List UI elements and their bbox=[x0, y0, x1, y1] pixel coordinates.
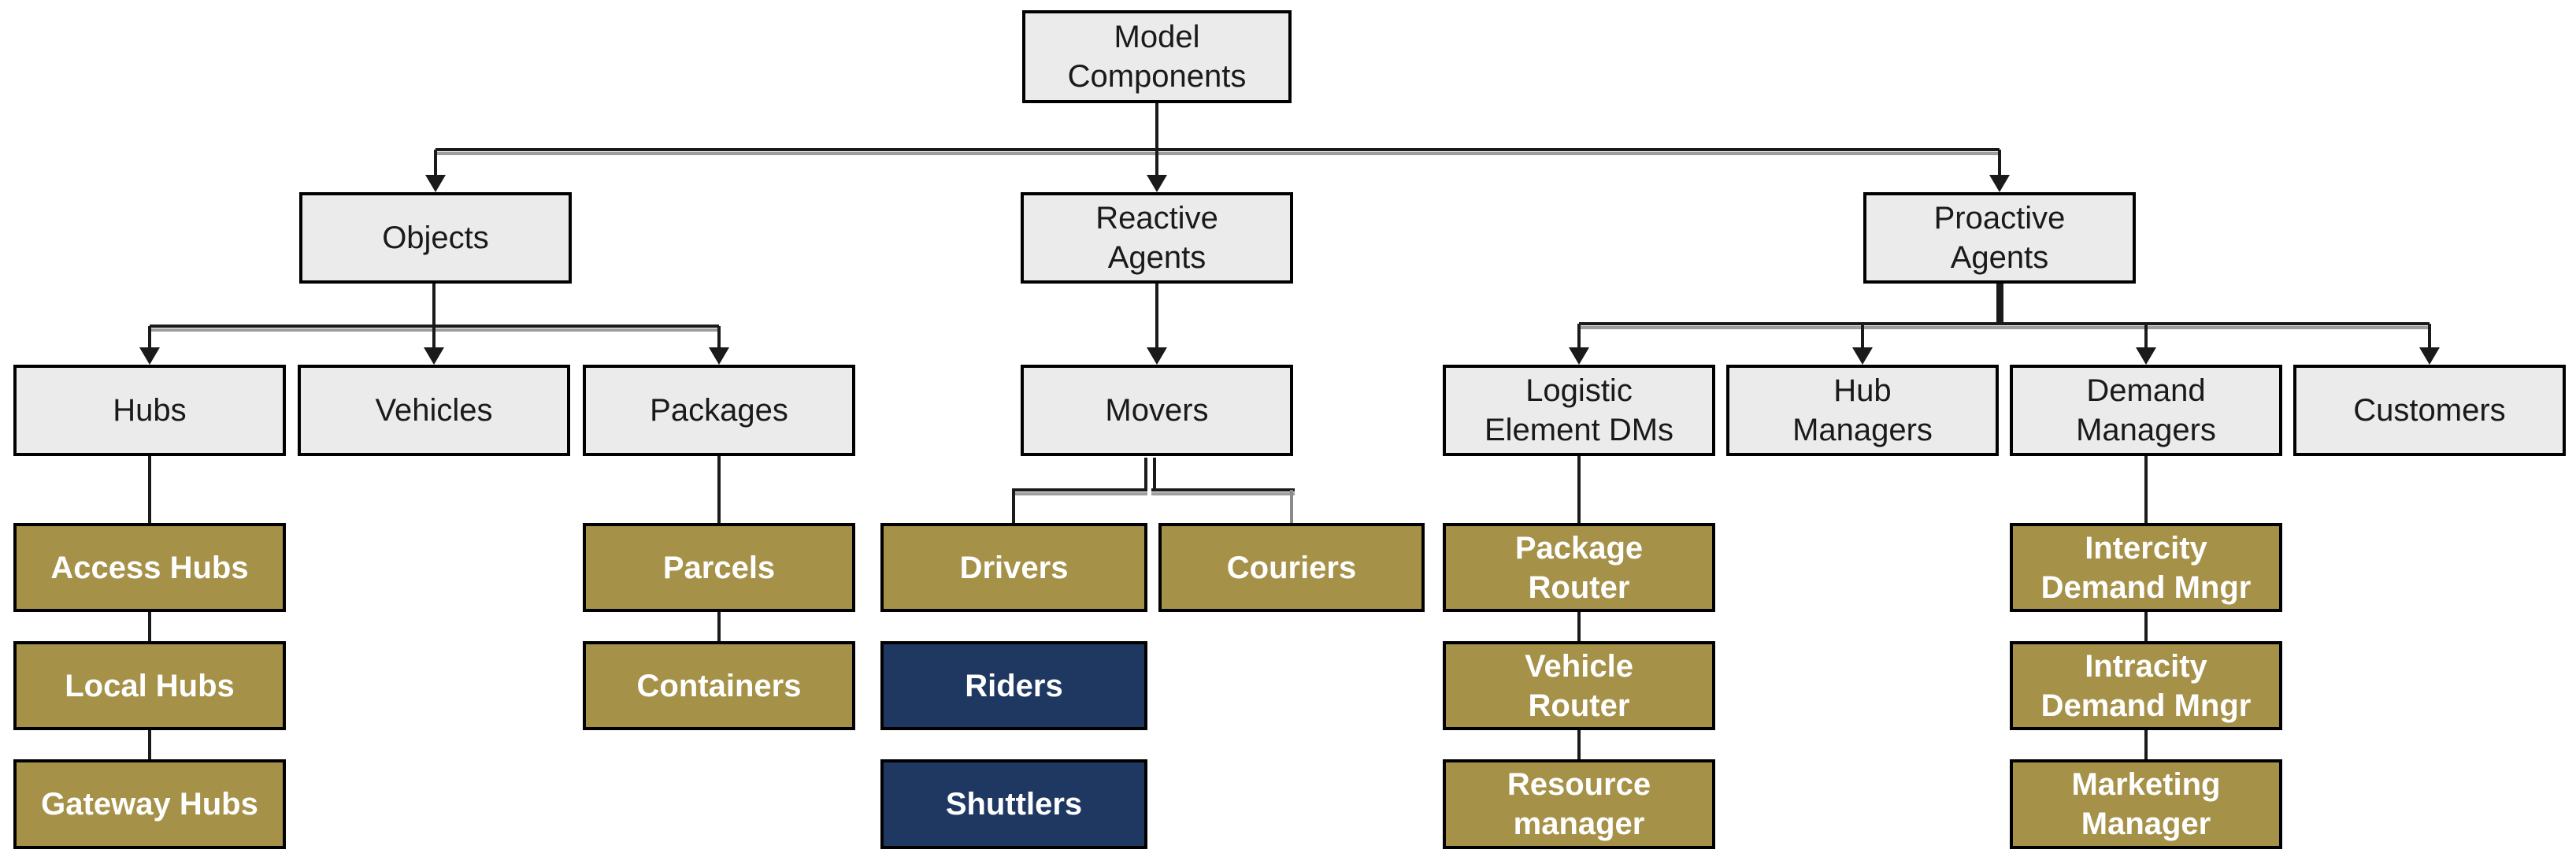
edge-intracity-marketing bbox=[2144, 730, 2148, 759]
arrowhead-hub-managers bbox=[1852, 347, 1873, 365]
edge-stub-reactive bbox=[1155, 150, 1158, 176]
edge-model-trunk-line bbox=[1155, 103, 1158, 150]
edge-logistic-package-router bbox=[1577, 456, 1581, 523]
edge-objects-trunk-line bbox=[432, 284, 436, 326]
edge-package-vehicle-router bbox=[1577, 612, 1581, 641]
edge-stub-logistic-dms bbox=[1577, 324, 1581, 349]
node-drivers: Drivers bbox=[880, 523, 1147, 612]
node-hub-managers: Hub Managers bbox=[1726, 365, 1999, 456]
edge-movers-couriers-hline bbox=[1151, 488, 1295, 491]
edge-vehicle-resource-manager bbox=[1577, 730, 1581, 759]
edge-parcels-containers bbox=[717, 612, 721, 641]
edge-movers-stub-right bbox=[1153, 458, 1156, 491]
node-demand-managers: Demand Managers bbox=[2010, 365, 2282, 456]
node-vehicle-router: Vehicle Router bbox=[1443, 641, 1715, 730]
arrowhead-hubs bbox=[139, 347, 160, 365]
node-resource-manager: Resource manager bbox=[1443, 759, 1715, 849]
edge-stub-demand-managers bbox=[2144, 324, 2148, 349]
node-couriers: Couriers bbox=[1158, 523, 1425, 612]
arrowhead-demand-managers bbox=[2136, 347, 2156, 365]
node-riders: Riders bbox=[880, 641, 1147, 730]
edge-proactive-trunk-line bbox=[1996, 284, 2003, 324]
edge-stub-drivers bbox=[1012, 488, 1015, 523]
node-intercity-demand-mngr: Intercity Demand Mngr bbox=[2010, 523, 2282, 612]
arrowhead-objects bbox=[425, 175, 446, 192]
node-reactive-agents: Reactive Agents bbox=[1021, 192, 1293, 284]
node-intracity-demand-mngr: Intracity Demand Mngr bbox=[2010, 641, 2282, 730]
arrowhead-vehicles bbox=[424, 347, 444, 365]
edge-local-gateway-hubs bbox=[148, 730, 151, 759]
node-package-router: Package Router bbox=[1443, 523, 1715, 612]
edge-stub-couriers bbox=[1290, 490, 1293, 523]
arrowhead-packages bbox=[709, 347, 729, 365]
node-vehicles: Vehicles bbox=[298, 365, 570, 456]
edge-access-local-hubs bbox=[148, 612, 151, 641]
arrowhead-reactive bbox=[1147, 175, 1167, 192]
node-packages: Packages bbox=[583, 365, 855, 456]
node-proactive-agents: Proactive Agents bbox=[1863, 192, 2136, 284]
edge-model-children-hline bbox=[436, 148, 2000, 151]
node-local-hubs: Local Hubs bbox=[13, 641, 286, 730]
edge-stub-packages bbox=[717, 326, 721, 349]
edge-stub-customers bbox=[2428, 324, 2431, 349]
node-movers: Movers bbox=[1021, 365, 1293, 456]
edge-intercity-intracity bbox=[2144, 612, 2148, 641]
node-marketing-manager: Marketing Manager bbox=[2010, 759, 2282, 849]
edge-stub-vehicles bbox=[432, 326, 436, 349]
edge-hubs-access-hubs bbox=[148, 456, 151, 523]
edge-reactive-movers-line bbox=[1155, 284, 1158, 349]
node-customers: Customers bbox=[2293, 365, 2566, 456]
edge-movers-stub-left bbox=[1144, 458, 1147, 491]
arrowhead-customers bbox=[2419, 347, 2440, 365]
node-shuttlers: Shuttlers bbox=[880, 759, 1147, 849]
edge-stub-hubs bbox=[148, 326, 151, 349]
edge-demand-intercity bbox=[2144, 456, 2148, 523]
edge-stub-proactive bbox=[1998, 150, 2001, 176]
arrowhead-movers bbox=[1147, 347, 1167, 365]
edge-stub-hub-managers bbox=[1861, 324, 1864, 349]
node-objects: Objects bbox=[299, 192, 572, 284]
edge-movers-drivers-hline bbox=[1012, 488, 1147, 491]
edge-stub-objects bbox=[434, 150, 437, 176]
edge-proactive-children-hline bbox=[1579, 322, 2430, 325]
node-logistic-element-dms: Logistic Element DMs bbox=[1443, 365, 1715, 456]
node-hubs: Hubs bbox=[13, 365, 286, 456]
node-gateway-hubs: Gateway Hubs bbox=[13, 759, 286, 849]
arrowhead-logistic-dms bbox=[1569, 347, 1589, 365]
node-model-components: Model Components bbox=[1022, 10, 1292, 103]
node-containers: Containers bbox=[583, 641, 855, 730]
arrowhead-proactive bbox=[1989, 175, 2010, 192]
node-parcels: Parcels bbox=[583, 523, 855, 612]
edge-packages-parcels bbox=[717, 456, 721, 523]
node-access-hubs: Access Hubs bbox=[13, 523, 286, 612]
